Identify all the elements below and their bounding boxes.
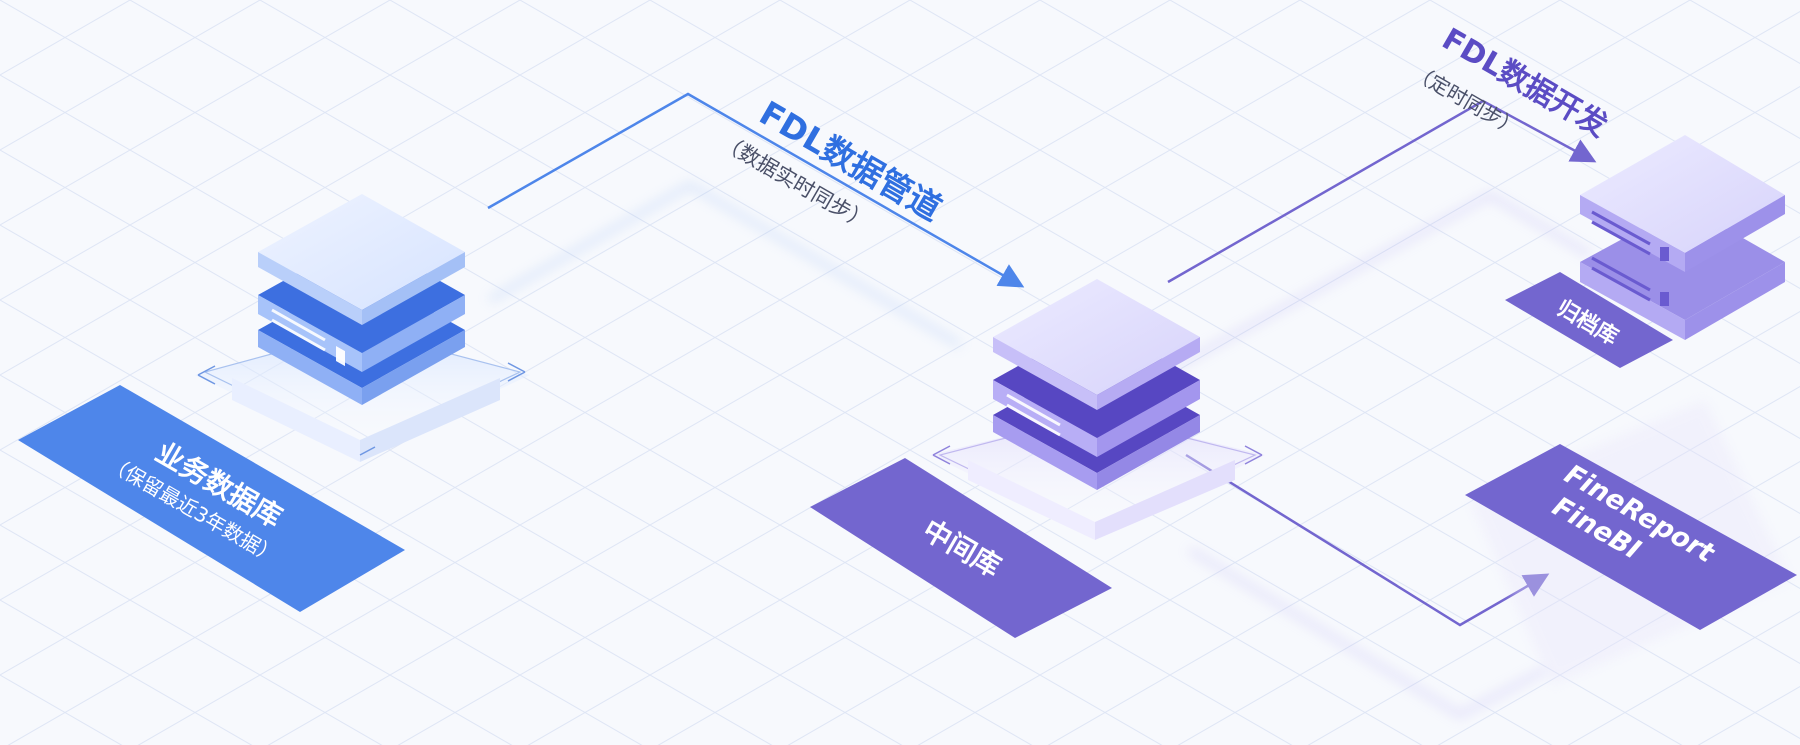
- bi-tools-card: FineReport FineBI: [1465, 400, 1797, 685]
- archive-db-label: 归档库: [1505, 272, 1673, 368]
- flow-reflections: [488, 181, 1592, 719]
- pipeline-arrow: [487, 92, 1025, 288]
- archive-db-server: [1580, 135, 1785, 340]
- business-db-server: [195, 194, 530, 462]
- middle-db-server: [930, 279, 1265, 540]
- middle-db-label: 中间库: [810, 458, 1112, 638]
- dev-arrow: [1167, 99, 1597, 284]
